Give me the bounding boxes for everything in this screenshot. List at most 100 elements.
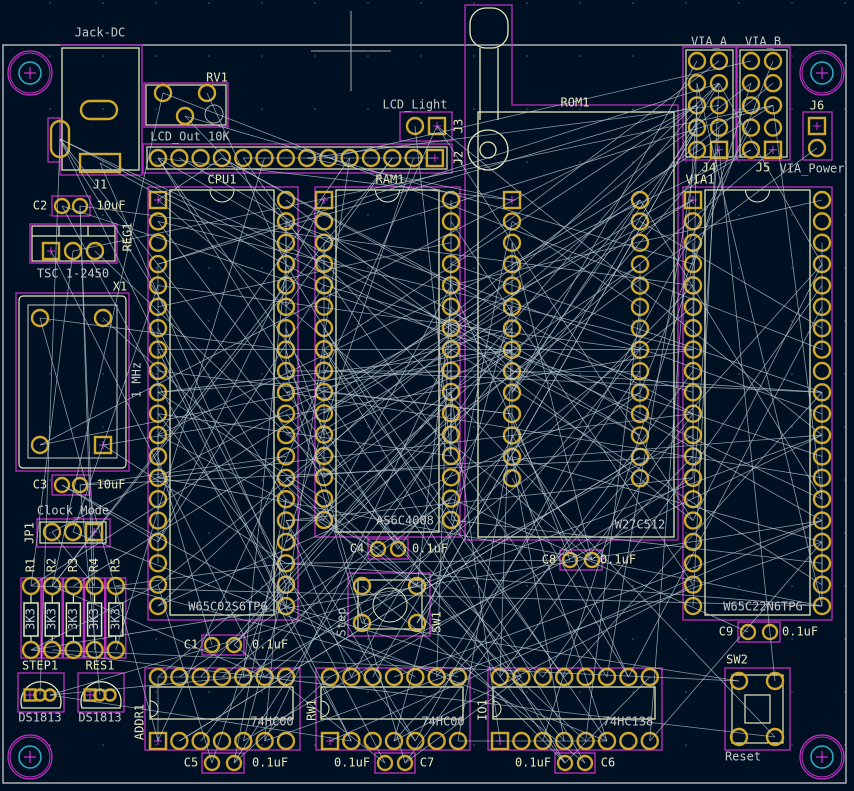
pad[interactable] [376,754,394,772]
pad[interactable] [741,73,761,93]
pad[interactable] [741,96,761,115]
potentiometer-rv1[interactable] [143,82,229,128]
pad[interactable] [148,575,168,594]
pad[interactable] [709,51,729,71]
pad[interactable] [276,383,296,402]
pad-square[interactable] [683,190,703,210]
pad[interactable] [640,731,659,751]
pad[interactable] [197,83,217,103]
pad[interactable] [21,640,41,660]
pad[interactable] [441,468,461,487]
pad[interactable] [512,667,531,687]
pad[interactable] [683,212,703,231]
resistor-r5[interactable] [105,576,127,660]
pad-square[interactable] [807,116,827,136]
pad[interactable] [276,532,296,552]
pad[interactable] [106,576,126,596]
pad-square[interactable] [320,731,340,751]
pad-square[interactable] [709,140,729,160]
ic-io1[interactable] [487,667,663,751]
pad[interactable] [812,361,832,381]
pad-square[interactable] [763,140,783,160]
connector-j6[interactable] [802,111,833,161]
pad-square[interactable] [314,190,334,210]
pad[interactable] [619,731,638,751]
pad-square[interactable] [502,190,522,210]
pad[interactable] [763,73,783,93]
capacitor-c9[interactable] [737,621,781,643]
pad[interactable] [741,118,761,137]
pad[interactable] [556,754,574,772]
pad[interactable] [276,425,296,445]
pad[interactable] [43,688,57,702]
capacitor-c2[interactable] [51,195,91,217]
pad-square[interactable] [148,190,168,210]
pad[interactable] [619,667,638,687]
reset-ic-res1[interactable] [77,672,125,713]
pad[interactable] [225,754,243,772]
pad[interactable] [709,96,729,115]
pad[interactable] [765,727,785,747]
pad[interactable] [683,489,703,509]
pad-square[interactable] [93,435,113,455]
pad[interactable] [761,623,779,641]
pad[interactable] [53,476,71,494]
pad[interactable] [342,667,361,687]
pad[interactable] [812,212,832,231]
pad[interactable] [148,212,168,231]
pad[interactable] [683,575,703,594]
capacitor-c3[interactable] [51,474,91,496]
header-j5[interactable] [736,46,791,161]
pad[interactable] [683,554,703,573]
pad-square[interactable] [41,241,61,261]
pad[interactable] [64,640,83,660]
pad[interactable] [741,140,761,160]
pad[interactable] [709,118,729,137]
reset-ic-step1[interactable] [17,672,65,713]
pad[interactable] [683,532,703,552]
pad[interactable] [576,754,594,772]
pad[interactable] [148,148,168,168]
pad[interactable] [106,640,126,660]
pad[interactable] [729,727,749,747]
pad[interactable] [314,489,334,508]
pad[interactable] [384,731,404,751]
pad[interactable] [170,731,189,751]
pad[interactable] [687,51,707,71]
pad[interactable] [30,435,50,455]
pad[interactable] [85,241,105,261]
pad[interactable] [175,106,195,126]
pad[interactable] [63,522,83,542]
pad[interactable] [153,83,173,103]
pad[interactable] [42,522,62,542]
pad[interactable] [389,540,407,558]
capacitor-c7[interactable] [374,752,416,774]
pad[interactable] [683,511,703,530]
pad[interactable] [763,51,783,71]
pad[interactable] [255,731,274,751]
pad[interactable] [342,731,361,751]
pad[interactable] [763,96,783,115]
pad[interactable] [64,576,83,596]
pad[interactable] [555,667,574,687]
pad[interactable] [384,667,404,687]
pad[interactable] [405,116,425,136]
pad[interactable] [396,754,414,772]
switch-sw2[interactable] [724,667,791,751]
pad[interactable] [765,671,785,691]
pad[interactable] [597,667,617,687]
ic-rw1[interactable] [315,667,471,751]
connector-j2[interactable] [142,143,453,174]
pad[interactable] [314,212,334,231]
pad[interactable] [49,119,71,159]
ic-via1[interactable] [682,186,833,621]
pad[interactable] [203,754,221,772]
regulator-reg1[interactable] [29,223,118,264]
pad[interactable] [276,190,296,210]
pad[interactable] [441,510,461,530]
pad[interactable] [148,233,168,252]
pad[interactable] [148,596,168,616]
pad[interactable] [212,731,232,751]
ic-addr1[interactable] [144,667,301,751]
